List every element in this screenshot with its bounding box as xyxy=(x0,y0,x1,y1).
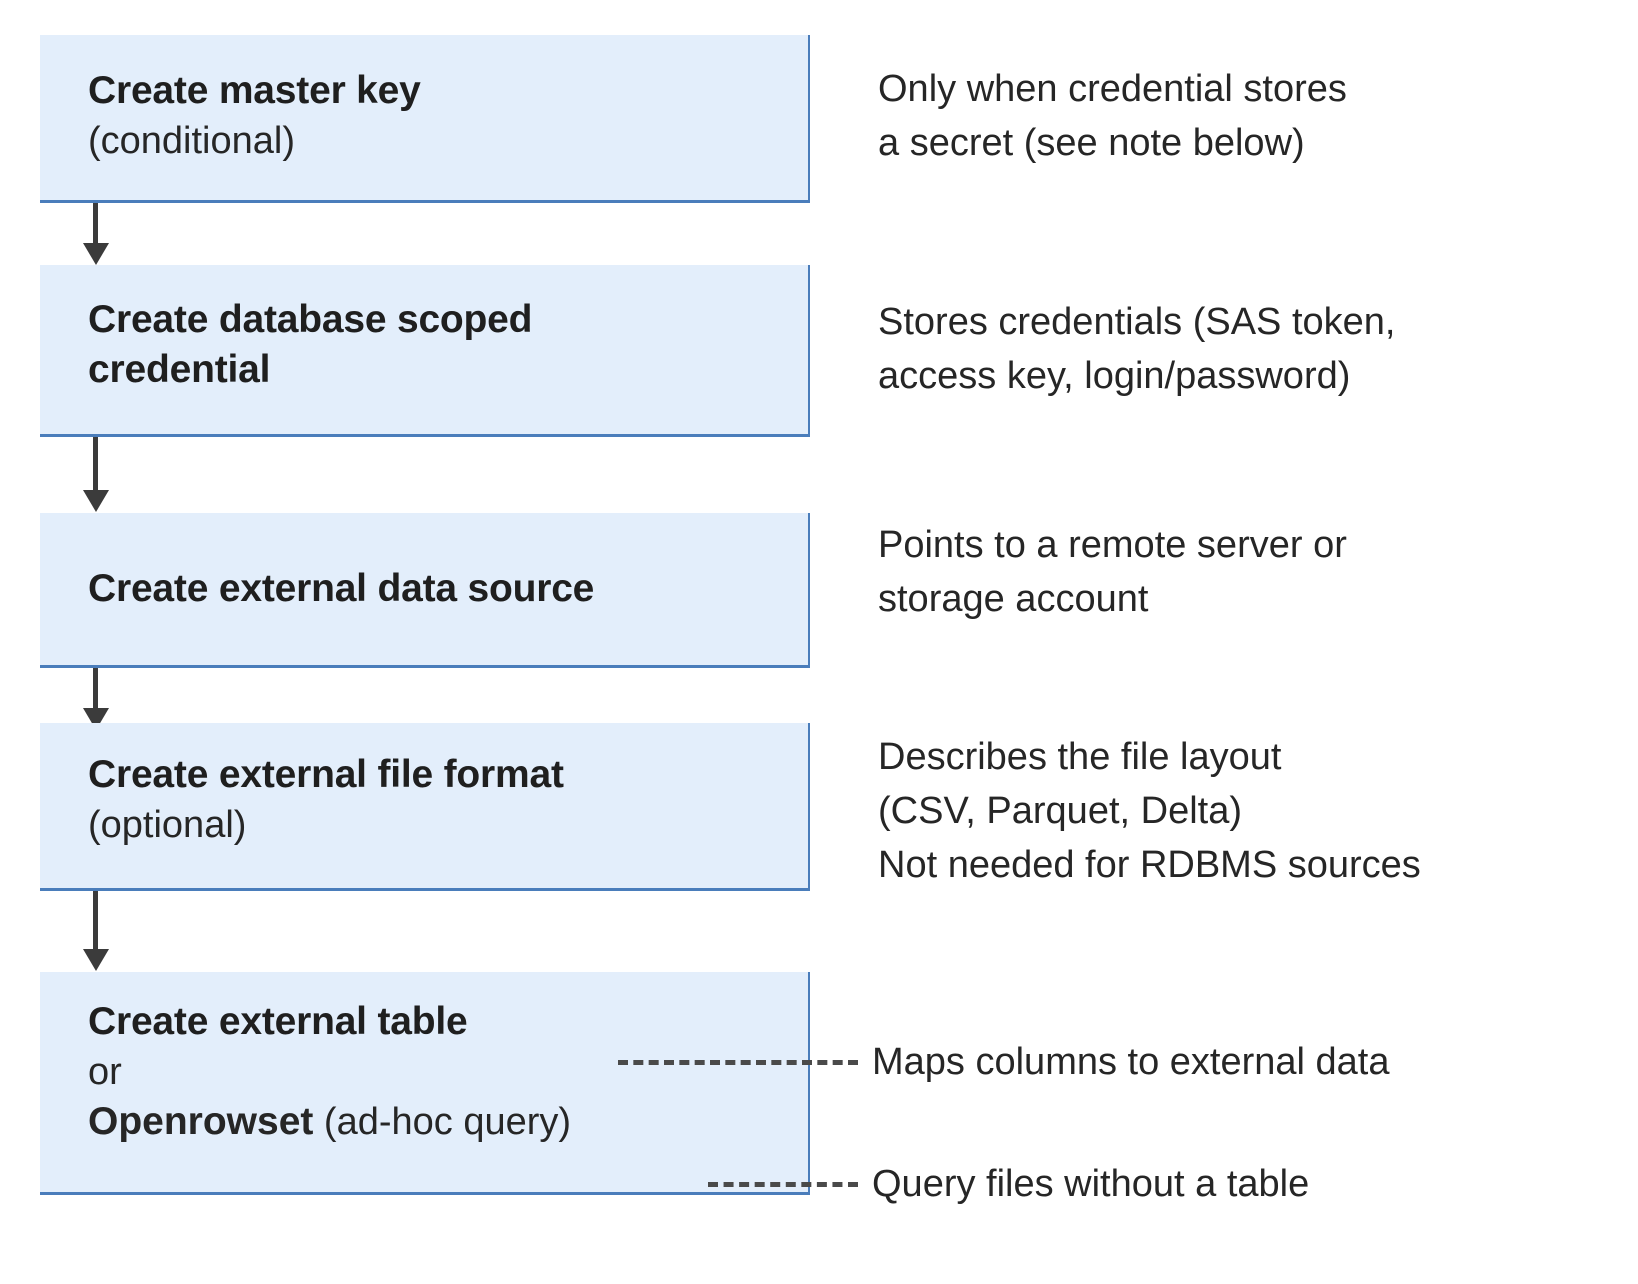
annotation-line: Query files without a table xyxy=(872,1163,1310,1205)
flow-arrow-down-icon xyxy=(83,203,109,265)
dashed-connector-external-table xyxy=(618,1060,858,1065)
annotation-line: Describes the file layout xyxy=(878,736,1282,778)
annotation-create-external-data-source: Points to a remote server or storage acc… xyxy=(878,518,1618,626)
step-subtitle: (optional) xyxy=(88,804,247,846)
annotation-line: access key, login/password) xyxy=(878,355,1351,397)
annotation-line: Stores credentials (SAS token, xyxy=(878,301,1396,343)
step-or-label: or xyxy=(88,1051,122,1093)
annotation-line: Only when credential stores xyxy=(878,68,1347,110)
step-title-create-external-table: Create external table xyxy=(88,1000,468,1043)
step-box-create-database-scoped-credential[interactable]: Create database scoped credential xyxy=(40,265,810,437)
step-box-create-external-file-format[interactable]: Create external file format (optional) xyxy=(40,723,810,891)
step-alt-suffix: (ad-hoc query) xyxy=(313,1101,572,1143)
step-box-create-external-table-or-openrowset[interactable]: Create external table or Openrowset (ad-… xyxy=(40,972,810,1195)
annotation-line: Not needed for RDBMS sources xyxy=(878,844,1421,886)
step-title: Create database scoped xyxy=(88,298,533,341)
flow-arrow-down-icon xyxy=(83,668,109,730)
step-title: Create external file format xyxy=(88,753,564,796)
annotation-line: Maps columns to external data xyxy=(872,1041,1390,1083)
annotation-line: a secret (see note below) xyxy=(878,122,1305,164)
annotation-line: Points to a remote server or xyxy=(878,524,1347,566)
step-title-line2: credential xyxy=(88,348,271,391)
annotation-line: storage account xyxy=(878,578,1149,620)
dashed-connector-openrowset xyxy=(708,1182,858,1187)
annotation-create-master-key: Only when credential stores a secret (se… xyxy=(878,62,1618,170)
annotation-openrowset: Query files without a table xyxy=(872,1157,1612,1211)
step-alt-line: Openrowset (ad-hoc query) xyxy=(88,1097,788,1147)
step-title: Create external data source xyxy=(88,567,595,610)
step-title: Create master key xyxy=(88,69,421,112)
annotation-create-external-file-format: Describes the file layout (CSV, Parquet,… xyxy=(878,730,1618,892)
step-box-create-external-data-source[interactable]: Create external data source xyxy=(40,513,810,668)
flow-arrow-down-icon xyxy=(83,891,109,973)
annotation-create-external-table: Maps columns to external data xyxy=(872,1035,1612,1089)
flow-arrow-down-icon xyxy=(83,437,109,513)
annotation-create-database-scoped-credential: Stores credentials (SAS token, access ke… xyxy=(878,295,1618,403)
annotation-line: (CSV, Parquet, Delta) xyxy=(878,790,1242,832)
step-subtitle: (conditional) xyxy=(88,120,295,162)
step-title-openrowset: Openrowset xyxy=(88,1100,314,1143)
step-box-create-master-key[interactable]: Create master key (conditional) xyxy=(40,35,810,203)
flow-step-create-master-key: Create master key (conditional) Only whe… xyxy=(0,0,1638,265)
